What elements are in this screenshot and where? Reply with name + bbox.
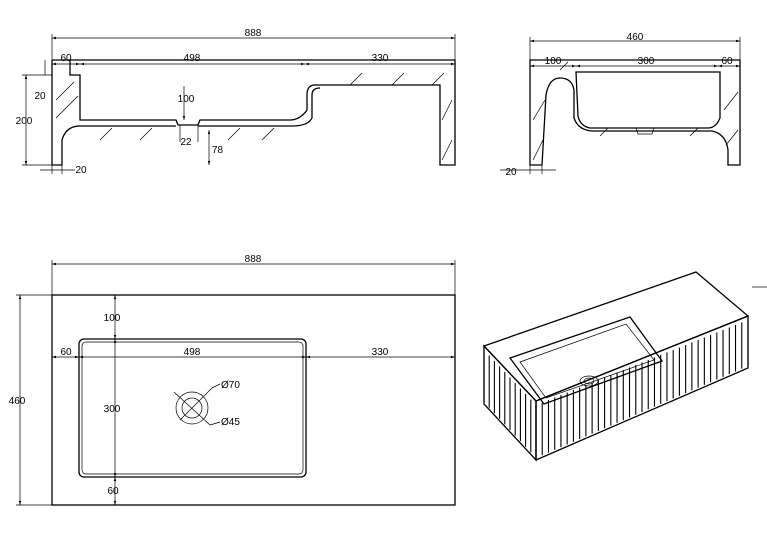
plan-overall-width: 888: [245, 254, 262, 265]
iso-top: [482, 271, 750, 402]
plan-drain-inner: [181, 397, 203, 419]
front-view-hatching: [55, 72, 453, 161]
side-front-margin: 60: [721, 56, 733, 67]
plan-front-margin: 60: [107, 486, 119, 497]
isometric-view: [482, 271, 750, 462]
front-basin-depth: 100: [178, 94, 195, 105]
front-left-margin: 60: [60, 53, 72, 64]
front-basin-width: 498: [184, 53, 201, 64]
side-view: 460 100 300 60 20: [500, 32, 741, 178]
plan-basin: [78, 338, 307, 478]
plan-basin-depth: 300: [104, 404, 121, 415]
plan-drain-outer: [175, 391, 209, 425]
iso-flutes-front: [535, 320, 749, 458]
side-back-margin: 100: [545, 56, 562, 67]
front-right-deck: 330: [372, 53, 389, 64]
front-leg-thickness: 20: [75, 165, 87, 176]
plan-outline: [51, 294, 456, 506]
plan-drain-inner-label: Ø45: [221, 417, 240, 428]
front-view: 888 60 498 330 20 200 100 22 78 20: [16, 28, 456, 176]
front-height: 200: [16, 116, 33, 127]
front-view-outline: [51, 59, 456, 166]
plan-basin-width: 498: [184, 347, 201, 358]
side-wall: 20: [505, 167, 517, 178]
plan-left-margin: 60: [60, 347, 72, 358]
side-drain: [635, 127, 655, 135]
front-top-thickness: 20: [34, 91, 46, 102]
side-view-hatching: [532, 61, 739, 161]
plan-view: 888 460 100 60 498 330 300 60 Ø70 Ø45: [9, 254, 456, 506]
front-drain-drop: 78: [212, 145, 224, 156]
side-basin-depth: 300: [638, 56, 655, 67]
plan-back-margin: 100: [104, 313, 121, 324]
front-overall-width: 888: [245, 28, 262, 39]
plan-right-deck: 330: [372, 347, 389, 358]
iso-flutes-left: [483, 350, 537, 458]
plan-overall-depth: 460: [9, 396, 26, 407]
side-view-outline: [529, 59, 741, 166]
side-overall-depth: 460: [627, 32, 644, 43]
plan-drain-outer-label: Ø70: [221, 380, 240, 391]
front-drain: 22: [180, 137, 192, 148]
iso-basin-rim: [508, 316, 664, 405]
